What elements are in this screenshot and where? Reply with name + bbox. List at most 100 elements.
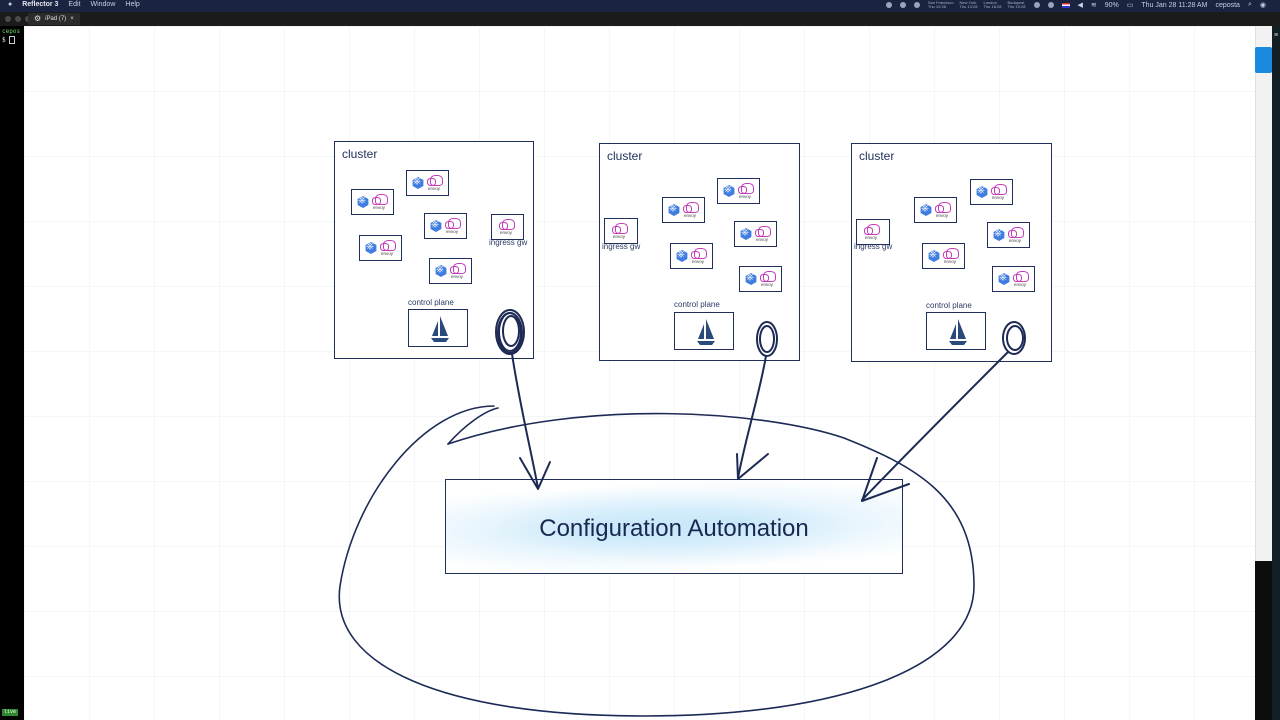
user-avatar-icon[interactable]: ◉: [1259, 2, 1266, 9]
configuration-automation-title: Configuration Automation: [539, 515, 809, 542]
envoy-icon: envoy: [760, 271, 778, 289]
envoy-icon: envoy: [445, 218, 463, 236]
pod-label: envoy: [936, 213, 949, 218]
pod-label: envoy: [761, 282, 774, 287]
pod: envoy: [914, 197, 957, 223]
envoy-icon: envoy: [691, 248, 709, 266]
pod: envoy: [429, 258, 472, 284]
envoy-icon: envoy: [450, 263, 468, 281]
pod: envoy: [739, 266, 782, 292]
scrollbar-thumb[interactable]: [1255, 47, 1272, 73]
battery-percent[interactable]: 90%: [1104, 1, 1119, 9]
pod-label: envoy: [500, 230, 513, 235]
cloud-icon[interactable]: [899, 2, 906, 8]
terminal-panel[interactable]: cepos $ live: [0, 26, 24, 720]
kubernetes-icon: [976, 186, 988, 198]
kubernetes-icon: [357, 196, 369, 208]
canvas-grid: [24, 26, 1255, 720]
username[interactable]: ceposta: [1215, 1, 1240, 9]
ingress-gateway-pod: envoy: [856, 219, 890, 245]
pod: envoy: [662, 197, 705, 223]
kubernetes-icon: [745, 273, 757, 285]
ingress-gw-label: ingress gw: [854, 242, 893, 251]
cluster-box: cluster envoy envoy envoy ingress gw env…: [851, 143, 1052, 362]
clock-city: San Francisco: [927, 0, 954, 5]
hamburger-menu-icon[interactable]: ≡: [1273, 32, 1279, 39]
menu-item-help[interactable]: Help: [125, 1, 140, 8]
close-tab-icon[interactable]: ×: [70, 16, 74, 22]
configuration-automation-box: Configuration Automation: [445, 479, 903, 574]
clock-time: Thu 13:28: [959, 4, 978, 9]
pod: envoy: [351, 189, 394, 215]
control-plane-box: [926, 312, 986, 350]
ingress-gw-label: ingress gw: [602, 242, 641, 251]
clock-time: Thu 18:28: [983, 4, 1002, 9]
terminal-status: live: [2, 709, 19, 716]
pod-label: envoy: [992, 195, 1005, 200]
tab-label: iPad (7): [45, 16, 67, 22]
pod: envoy: [670, 243, 713, 269]
vertical-scrollbar[interactable]: [1255, 26, 1273, 561]
datetime[interactable]: Thu Jan 28 11:28 AM: [1141, 1, 1208, 9]
tray-icon-2[interactable]: [913, 2, 920, 8]
pod-label: envoy: [692, 259, 705, 264]
pod: envoy: [970, 179, 1013, 205]
prompt-symbol: $: [2, 36, 6, 44]
clock-city: Budapest: [1007, 0, 1025, 5]
pod-label: envoy: [613, 234, 626, 239]
pod: envoy: [992, 266, 1035, 292]
clock-time: Thu 10:28: [927, 4, 946, 9]
envoy-icon: envoy: [864, 224, 882, 242]
reflector-tab-strip: ⚙ iPad (7) ×: [0, 12, 1280, 26]
menu-item-window[interactable]: Window: [90, 1, 116, 8]
volume-icon[interactable]: ◀: [1077, 2, 1083, 9]
right-panel-strip: ≡: [1272, 26, 1280, 720]
control-plane-label: control plane: [926, 301, 972, 310]
istio-sail-icon: [949, 319, 967, 345]
minimize-window-button[interactable]: [15, 16, 21, 22]
battery-icon[interactable]: ▭: [1126, 2, 1134, 9]
kubernetes-icon: [430, 220, 442, 232]
kubernetes-icon: [365, 242, 377, 254]
menu-bar: ● Reflector 3 Edit Window Help San Franc…: [0, 0, 1280, 12]
envoy-icon: envoy: [499, 219, 517, 237]
cursor: [9, 36, 16, 44]
kubernetes-icon: [723, 185, 735, 197]
menu-item-edit[interactable]: Edit: [68, 1, 81, 8]
apple-icon[interactable]: ●: [8, 1, 13, 8]
pod: envoy: [717, 178, 760, 204]
kubernetes-icon: [928, 250, 940, 262]
pod-label: envoy: [381, 251, 394, 256]
tray-icon-1[interactable]: [885, 2, 892, 8]
tab-ipad[interactable]: ⚙ iPad (7) ×: [28, 13, 80, 25]
pod-label: envoy: [451, 274, 464, 279]
gear-icon[interactable]: ⚙: [34, 14, 42, 23]
ingress-gateway-pod: envoy: [491, 214, 524, 240]
pod-label: envoy: [373, 205, 386, 210]
pod: envoy: [922, 243, 965, 269]
ingress-gw-label: ingress gw: [489, 238, 528, 247]
whiteboard-canvas[interactable]: cluster envoy envoy envoy envoy ingress …: [24, 26, 1255, 720]
envoy-icon: envoy: [380, 240, 398, 258]
envoy-icon: envoy: [427, 175, 445, 193]
cluster-title: cluster: [859, 149, 895, 163]
ingress-gateway-pod: envoy: [604, 218, 638, 244]
tray-icon-3[interactable]: [1047, 2, 1054, 8]
envoy-icon: envoy: [738, 183, 756, 201]
envoy-icon: envoy: [1008, 227, 1026, 245]
settings-icon[interactable]: [1033, 2, 1040, 8]
pod: envoy: [359, 235, 402, 261]
envoy-icon: envoy: [991, 184, 1009, 202]
envoy-icon: envoy: [755, 226, 773, 244]
envoy-icon: envoy: [935, 202, 953, 220]
kubernetes-icon: [740, 228, 752, 240]
wifi-icon[interactable]: ≋: [1090, 2, 1097, 9]
control-plane-label: control plane: [408, 298, 454, 307]
close-window-button[interactable]: [5, 16, 11, 22]
us-flag-icon[interactable]: [1061, 2, 1070, 8]
spotlight-icon[interactable]: ⌕: [1247, 1, 1252, 8]
cluster-box: cluster envoy envoy envoy ingress gw env…: [599, 143, 800, 361]
control-plane-box: [674, 312, 734, 350]
app-name[interactable]: Reflector 3: [22, 1, 59, 8]
